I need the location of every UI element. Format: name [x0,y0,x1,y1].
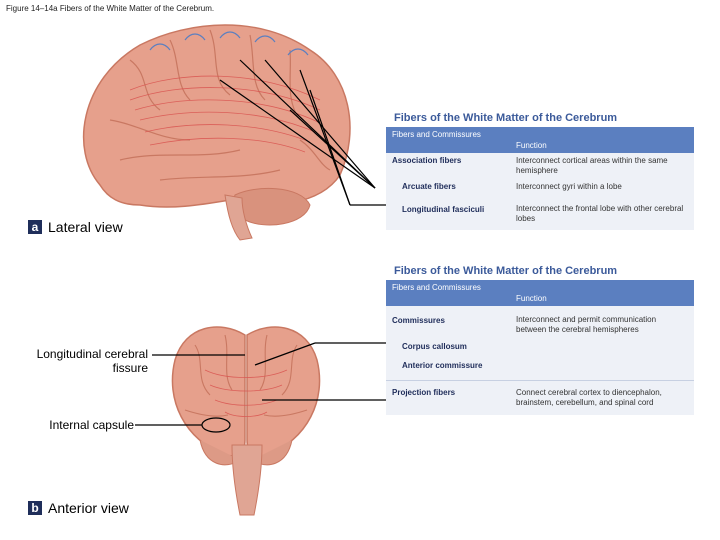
view-badge-a: a [28,220,42,234]
row-function: Interconnect and permit communication be… [516,315,657,334]
view-label-text: Anterior view [48,500,129,516]
row-label: Commissures [392,316,445,325]
anterior-brain [135,326,386,516]
row-label: Longitudinal fasciculi [402,205,485,214]
table-row: Commissures Interconnect and permit comm… [386,310,694,338]
row-function: Connect cerebral cortex to diencephalon,… [516,388,662,407]
column-fibers: Fibers and Commissures [392,130,481,139]
view-label-text: Lateral view [48,219,123,235]
table-column-header: Fibers and Commissures Function [386,127,694,153]
longitudinal-fissure-callout: Longitudinal cerebral fissure [36,347,148,375]
table-title: Fibers of the White Matter of the Cerebr… [386,263,694,280]
table-row: Anterior commissure [386,358,694,380]
row-label: Projection fibers [392,388,456,397]
row-function: Interconnect the frontal lobe with other… [516,204,684,223]
table-row: Corpus callosum [386,338,694,358]
association-fibers-table: Fibers of the White Matter of the Cerebr… [386,110,694,230]
row-label: Association fibers [392,156,462,165]
row-label: Anterior commissure [402,361,483,370]
lateral-brain [82,24,386,241]
anterior-view-label: b Anterior view [28,500,129,516]
commissures-table: Fibers of the White Matter of the Cerebr… [386,263,694,415]
table-row: Arcuate fibers Interconnect gyri within … [386,179,694,199]
row-label: Corpus callosum [402,342,467,351]
column-fibers: Fibers and Commissures [392,283,481,292]
figure-title: Figure 14–14a Fibers of the White Matter… [6,4,215,13]
view-badge-b: b [28,501,42,515]
lateral-view-label: a Lateral view [28,219,123,235]
table-column-header: Fibers and Commissures Function [386,280,694,306]
row-label: Arcuate fibers [402,182,456,191]
column-function: Function [516,294,547,303]
row-function: Interconnect cortical areas within the s… [516,156,668,175]
table-title: Fibers of the White Matter of the Cerebr… [386,110,694,127]
column-function: Function [516,141,547,150]
internal-capsule-callout: Internal capsule [49,418,134,432]
table-row: Projection fibers Connect cerebral corte… [386,380,694,411]
table-row: Association fibers Interconnect cortical… [386,153,694,179]
row-function: Interconnect gyri within a lobe [516,182,622,191]
table-row: Longitudinal fasciculi Interconnect the … [386,199,694,227]
